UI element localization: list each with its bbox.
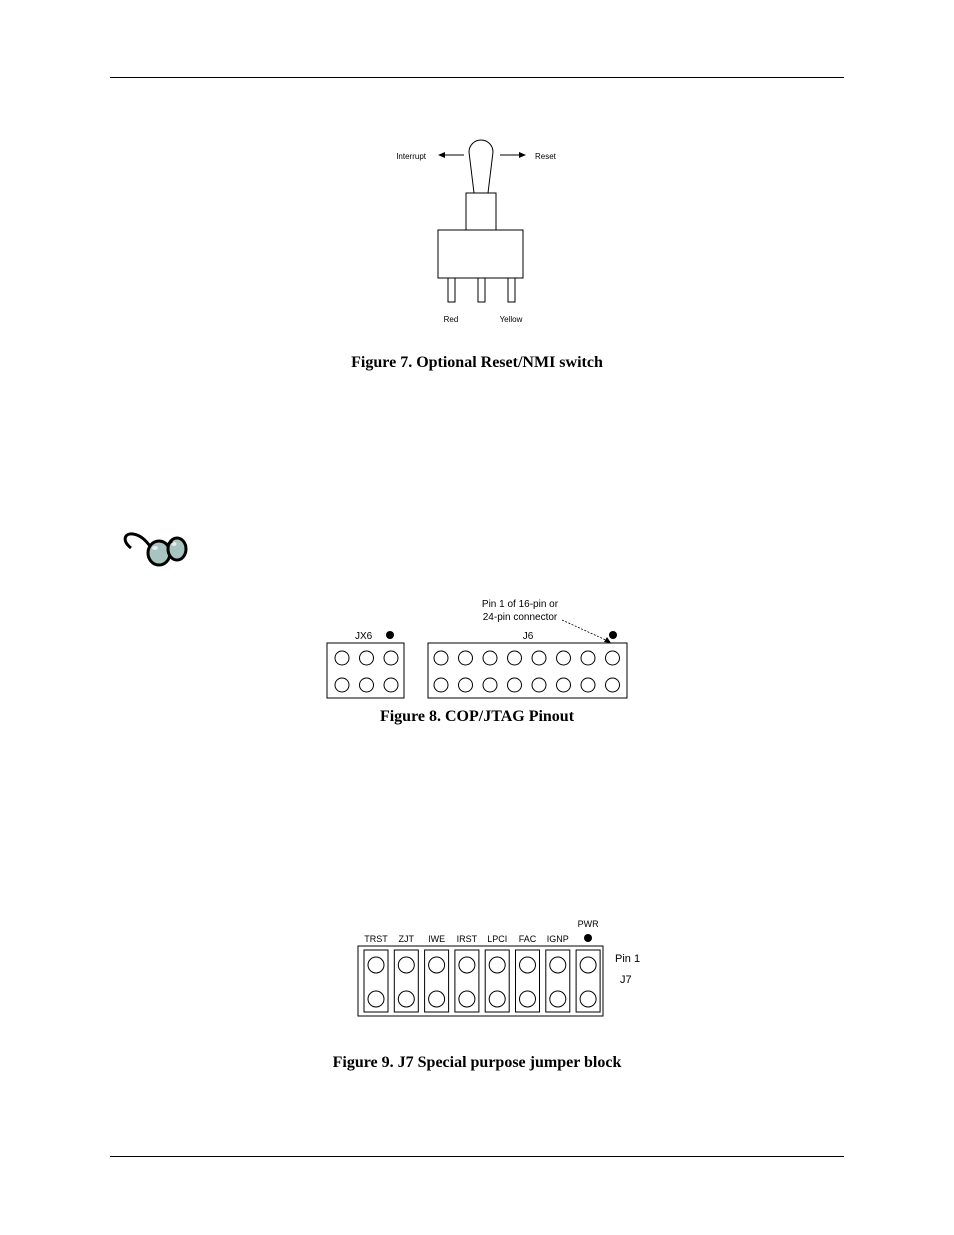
jumper-pin xyxy=(428,990,446,1008)
jx6-pin xyxy=(359,677,374,693)
jumper-label-iwe: IWE xyxy=(428,934,445,944)
jumper-pin xyxy=(458,990,476,1008)
reset-label: Reset xyxy=(535,152,557,161)
yellow-pin-label: Yellow xyxy=(500,315,523,324)
jx6-pin xyxy=(359,650,374,666)
figure-9-caption: Figure 9. J7 Special purpose jumper bloc… xyxy=(332,1054,622,1071)
jumper-label-zjt: ZJT xyxy=(399,934,415,944)
jumper-pin xyxy=(458,956,476,974)
j7-label: J7 xyxy=(620,974,632,986)
j6-pin xyxy=(605,677,620,693)
j6-pin xyxy=(433,650,449,666)
j6-pin xyxy=(556,650,571,666)
jumper-pin xyxy=(579,956,597,974)
switch-pin-left xyxy=(447,277,456,303)
jumper-pin xyxy=(549,990,567,1008)
j6-pin xyxy=(458,650,473,666)
switch-lever xyxy=(468,139,494,194)
switch-bushing xyxy=(465,192,497,231)
jx6-pin xyxy=(334,677,350,693)
jumper-label-fac: FAC xyxy=(519,934,537,944)
jumper-label-ignp: IGNP xyxy=(547,934,569,944)
red-pin-label: Red xyxy=(444,315,459,324)
figure-7-caption: Figure 7. Optional Reset/NMI switch xyxy=(351,354,603,371)
jumper-pin xyxy=(519,956,536,974)
j6-pin xyxy=(531,650,547,666)
pwr-pin1-marker xyxy=(584,934,592,942)
jumper-pin xyxy=(488,990,506,1008)
pin1-leader-line xyxy=(561,619,609,642)
jumper-pin xyxy=(397,956,415,974)
jumper-pin xyxy=(397,990,415,1008)
reset-arrowhead xyxy=(519,152,526,158)
j6-pin xyxy=(507,650,522,666)
j6-pin xyxy=(482,677,498,693)
switch-pin-middle xyxy=(477,277,486,303)
j6-pin xyxy=(605,650,620,666)
pin1-annotation-line1: Pin 1 of 16-pin or xyxy=(482,599,559,610)
j6-pin xyxy=(458,677,473,693)
j6-pin xyxy=(507,677,522,693)
figure-8-caption: Figure 8. COP/JTAG Pinout xyxy=(379,708,575,725)
jumper-pin xyxy=(519,990,536,1008)
jumper-pin xyxy=(579,990,597,1008)
jx6-pin xyxy=(383,677,399,693)
jx6-pin1-marker xyxy=(386,631,394,639)
j6-pin xyxy=(433,677,449,693)
j6-pin xyxy=(531,677,547,693)
jumper-label-pwr: PWR xyxy=(578,919,599,929)
jumper-pin xyxy=(488,956,506,974)
pin1-leader-arrowhead xyxy=(604,637,611,643)
jumper-pin xyxy=(428,956,446,974)
interrupt-arrowhead xyxy=(438,152,445,158)
jx6-label: JX6 xyxy=(355,631,373,642)
jumper-label-irst: IRST xyxy=(457,934,478,944)
jx6-pin xyxy=(334,650,350,666)
j6-pin xyxy=(580,677,596,693)
jumper-label-trst: TRST xyxy=(364,934,388,944)
jumper-pin xyxy=(367,990,385,1008)
jumper-label-lpci: LPCI xyxy=(487,934,507,944)
switch-pin-right xyxy=(507,277,516,303)
interrupt-label: Interrupt xyxy=(396,152,427,161)
pin1-annotation-line2: 24-pin connector xyxy=(483,612,558,623)
jx6-pin xyxy=(383,650,399,666)
jumper-pin xyxy=(367,956,385,974)
header-rule xyxy=(110,77,844,78)
j6-pin xyxy=(580,650,596,666)
j6-pin1-marker xyxy=(609,631,617,639)
footer-rule xyxy=(110,1156,844,1157)
j6-pin xyxy=(482,650,498,666)
j6-label: J6 xyxy=(523,631,534,642)
jumper-pin xyxy=(549,956,567,974)
j6-pin xyxy=(556,677,571,693)
pin1-label: Pin 1 xyxy=(615,953,640,965)
